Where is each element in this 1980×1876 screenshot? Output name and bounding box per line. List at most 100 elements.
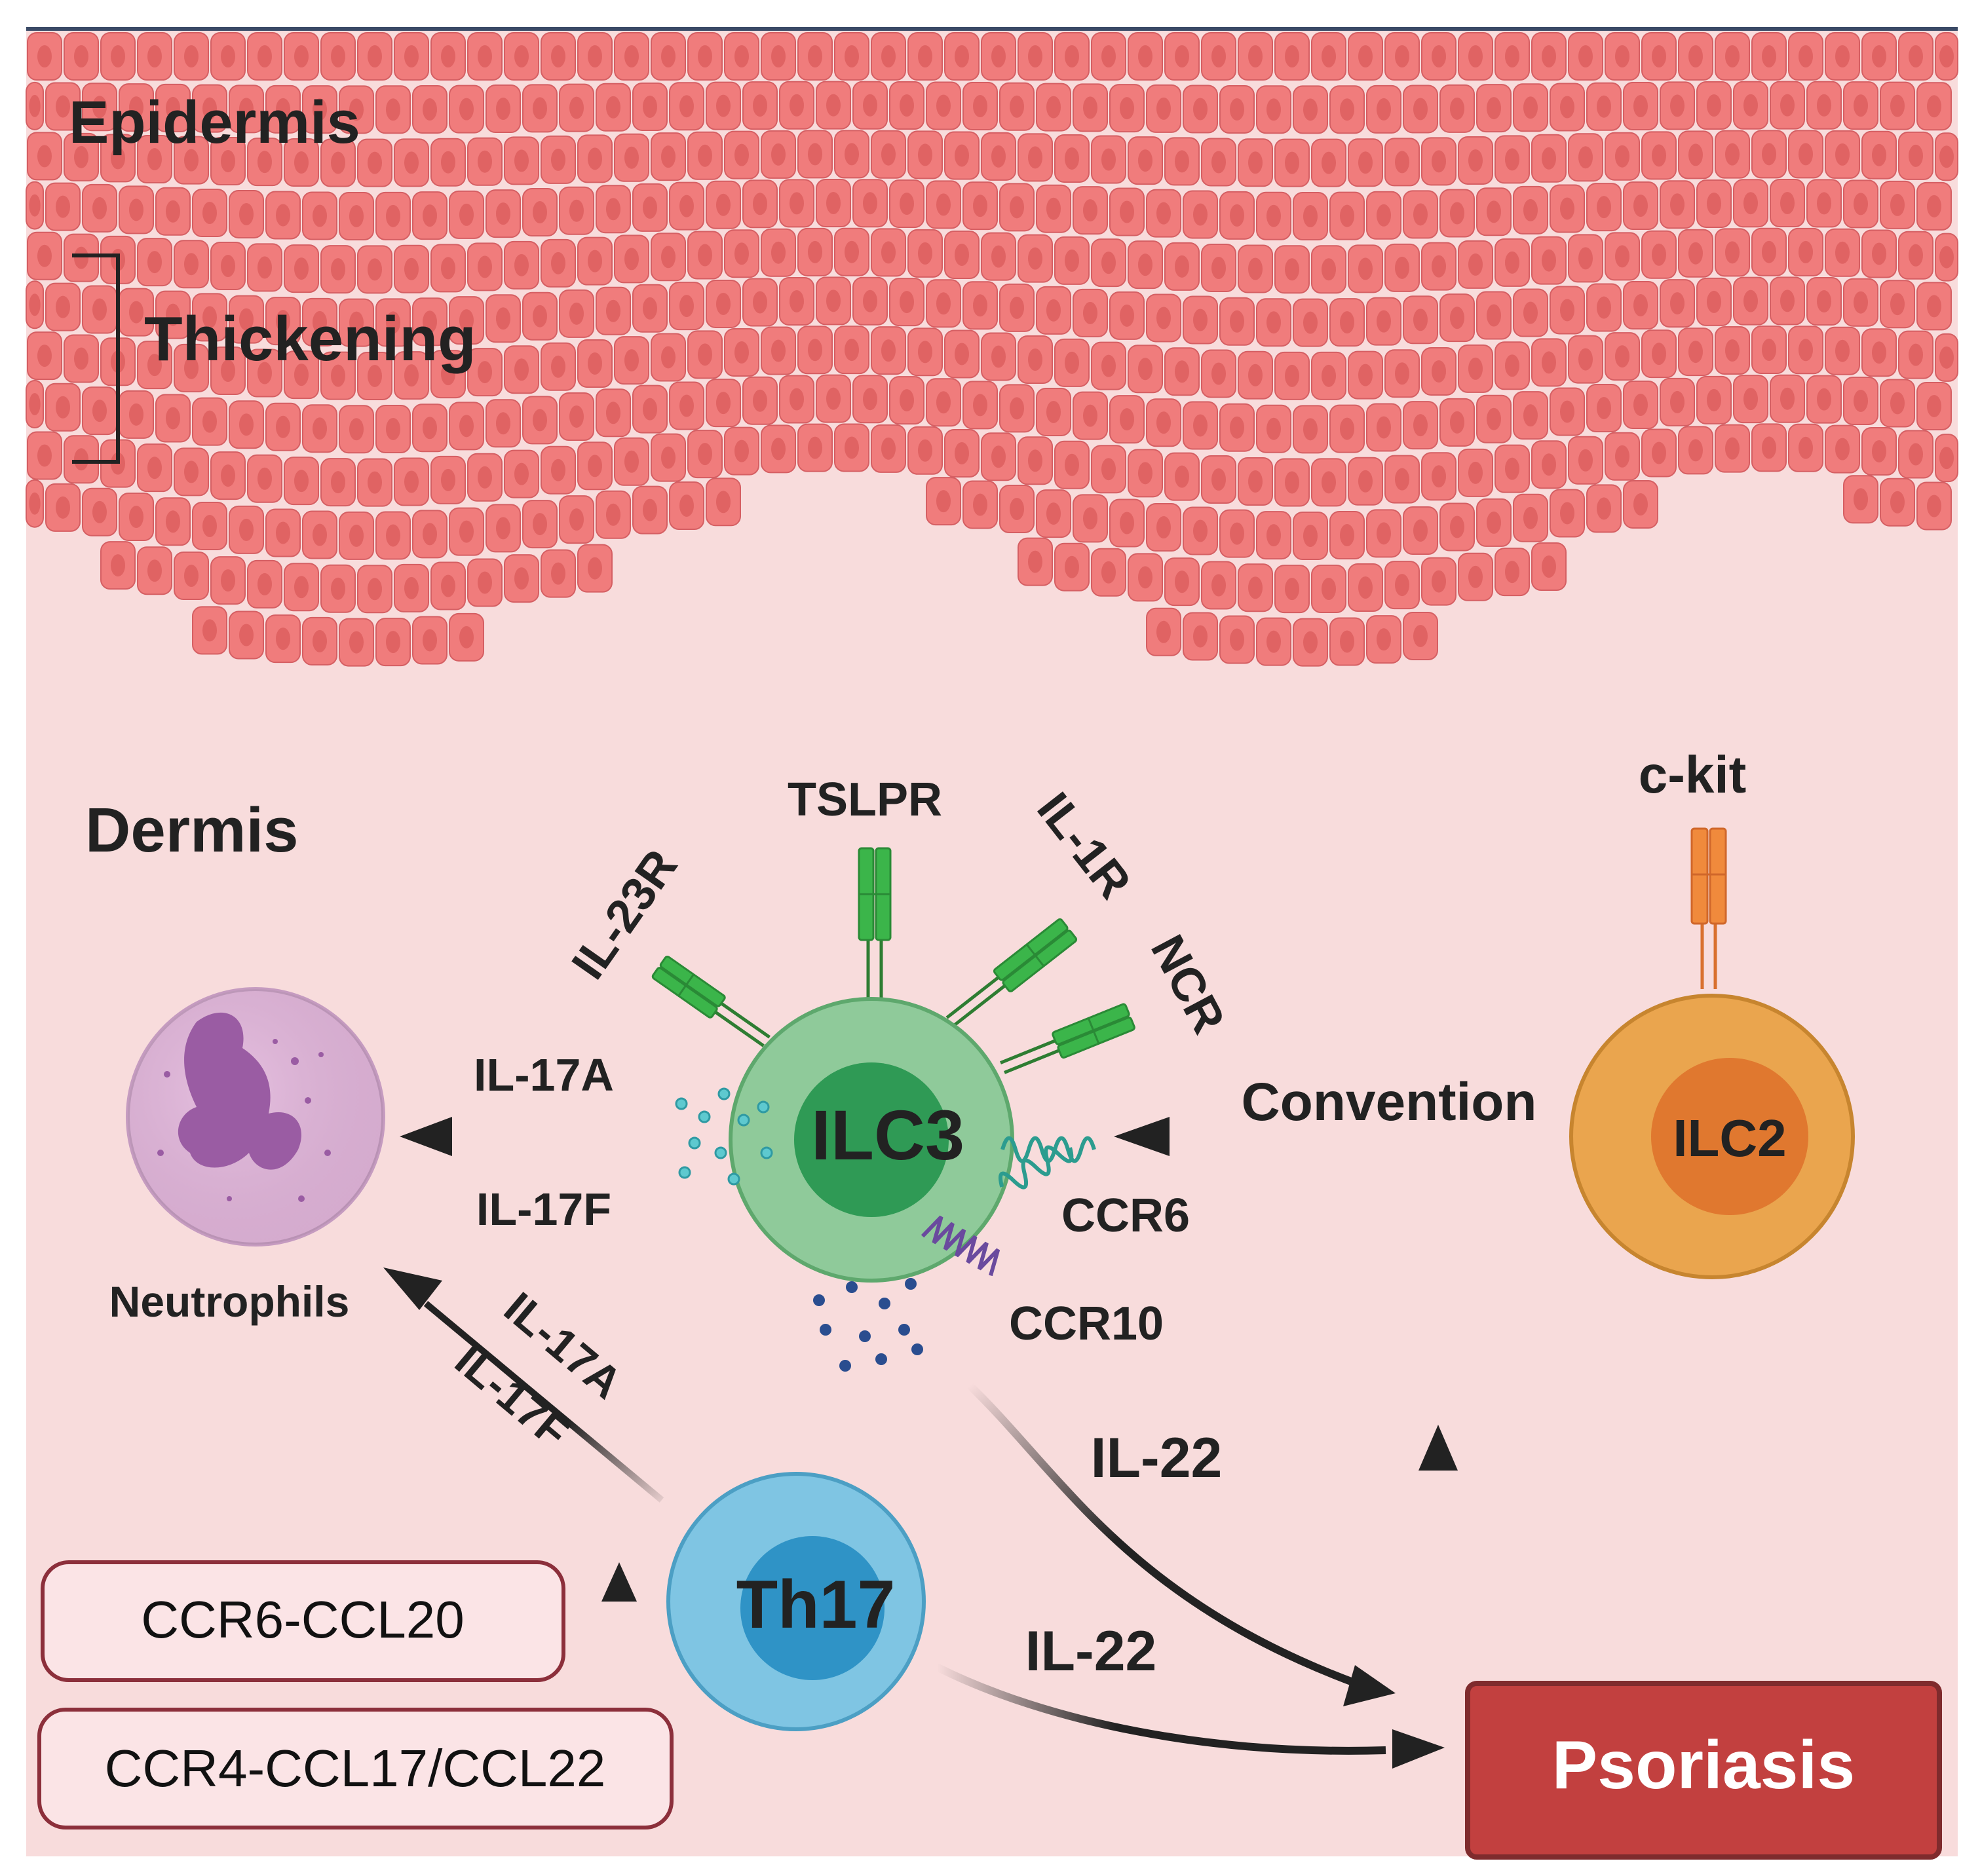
keratinocyte-nucleus <box>1285 471 1299 494</box>
keratinocyte-nucleus <box>1230 98 1244 121</box>
keratinocyte-nucleus <box>37 444 52 467</box>
epidermis-label: Epidermis <box>69 89 360 156</box>
keratinocyte-nucleus <box>1523 301 1538 324</box>
keratinocyte-nucleus <box>1835 339 1850 362</box>
keratinocyte-nucleus <box>478 150 492 173</box>
keratinocyte-nucleus <box>1707 388 1721 411</box>
keratinocyte-nucleus <box>1615 145 1629 168</box>
keratinocyte-nucleus <box>1487 407 1501 430</box>
keratinocyte-nucleus <box>1487 511 1501 534</box>
keratinocyte-nucleus <box>147 148 162 171</box>
keratinocyte-nucleus <box>294 151 309 174</box>
keratinocyte-nucleus <box>1156 620 1171 643</box>
keratinocyte-nucleus <box>1909 443 1923 466</box>
keratinocyte-nucleus <box>1688 45 1703 67</box>
keratinocyte-nucleus <box>423 523 437 546</box>
keratinocyte-nucleus <box>698 45 712 67</box>
keratinocyte-nucleus <box>661 45 676 67</box>
chemokine-label-1: CCR6-CCL20 <box>141 1590 464 1649</box>
keratinocyte-nucleus <box>37 45 52 67</box>
keratinocyte-nucleus <box>478 255 492 278</box>
ilc3-cell <box>729 997 1014 1283</box>
keratinocyte-nucleus <box>1670 292 1685 315</box>
keratinocyte-nucleus <box>900 193 914 216</box>
keratinocyte-nucleus <box>679 494 694 517</box>
keratinocyte-nucleus <box>1211 574 1226 597</box>
keratinocyte-nucleus <box>1175 45 1189 67</box>
keratinocyte-nucleus <box>1652 45 1666 67</box>
keratinocyte-nucleus <box>551 562 565 585</box>
keratinocyte-nucleus <box>129 403 143 426</box>
keratinocyte-nucleus <box>624 349 639 372</box>
keratinocyte-nucleus <box>1285 578 1299 601</box>
keratinocyte-nucleus <box>698 343 712 366</box>
keratinocyte-nucleus <box>1138 462 1152 485</box>
keratinocyte-nucleus <box>313 417 327 440</box>
keratinocyte-nucleus <box>991 245 1006 268</box>
keratinocyte-nucleus <box>1138 358 1152 381</box>
keratinocyte-nucleus <box>1120 304 1134 327</box>
keratinocyte-nucleus <box>257 45 272 67</box>
neutrophils-label: Neutrophils <box>109 1277 350 1326</box>
keratinocyte-nucleus <box>936 391 951 414</box>
arrowhead-chemokine-up <box>601 1562 637 1602</box>
keratinocyte-nucleus <box>1597 396 1611 419</box>
keratinocyte-nucleus <box>1468 149 1483 172</box>
keratinocyte-nucleus <box>1725 241 1740 264</box>
ccr6-receptor <box>998 1136 1096 1190</box>
keratinocyte-nucleus <box>478 361 492 384</box>
keratinocyte-nucleus <box>973 394 987 417</box>
keratinocyte-nucleus <box>166 303 180 326</box>
keratinocyte-nucleus <box>1927 495 1941 517</box>
keratinocyte-nucleus <box>1395 45 1409 67</box>
keratinocyte-nucleus <box>184 149 199 172</box>
keratinocyte-nucleus <box>1377 522 1391 545</box>
keratinocyte-nucleus <box>1652 243 1666 266</box>
keratinocyte-nucleus <box>1597 196 1611 219</box>
keratinocyte-nucleus <box>1597 95 1611 118</box>
arrow-il22-ilc3 <box>966 1382 1358 1687</box>
keratinocyte-nucleus <box>569 302 584 325</box>
keratinocyte-nucleus <box>734 341 749 364</box>
keratinocyte-nucleus <box>771 45 786 67</box>
keratinocyte-nucleus <box>1413 98 1428 121</box>
keratinocyte-nucleus <box>551 355 565 378</box>
thickening-label: Thickening <box>144 304 476 374</box>
keratinocyte-nucleus <box>1358 470 1373 493</box>
keratinocyte-nucleus <box>459 203 474 226</box>
keratinocyte-nucleus <box>881 241 896 264</box>
keratinocyte-nucleus <box>257 362 272 385</box>
keratinocyte-nucleus <box>1633 493 1648 516</box>
keratinocyte-nucleus <box>1358 45 1373 67</box>
keratinocyte-nucleus <box>459 98 474 121</box>
keratinocyte-nucleus <box>1377 204 1391 227</box>
keratinocyte-nucleus <box>1743 388 1758 411</box>
keratinocyte-nucleus <box>826 387 841 410</box>
keratinocyte-nucleus <box>955 343 969 366</box>
keratinocyte-nucleus <box>1046 96 1061 119</box>
keratinocyte-nucleus <box>1230 204 1244 227</box>
keratinocyte-nucleus <box>1266 630 1281 653</box>
keratinocyte-nucleus <box>202 202 217 225</box>
keratinocyte-nucleus <box>166 96 180 119</box>
keratinocyte-nucleus <box>1028 550 1042 573</box>
keratinocyte-nucleus <box>845 240 859 263</box>
keratinocyte-nucleus <box>386 631 400 654</box>
keratinocyte-nucleus <box>1175 571 1189 593</box>
keratinocyte-nucleus <box>973 95 987 118</box>
ckit-label: c-kit <box>1639 745 1747 804</box>
keratinocyte-nucleus <box>129 96 143 119</box>
keratinocyte-nucleus <box>698 443 712 466</box>
keratinocyte-nucleus <box>1266 311 1281 334</box>
keratinocyte-nucleus <box>1560 502 1574 525</box>
keratinocyte-nucleus <box>753 193 767 216</box>
keratinocyte-nucleus <box>624 146 639 169</box>
keratinocyte-nucleus <box>1799 339 1813 362</box>
keratinocyte-nucleus <box>29 194 41 217</box>
keratinocyte-nucleus <box>1542 351 1556 374</box>
keratinocyte-nucleus <box>496 98 510 121</box>
keratinocyte-nucleus <box>1505 251 1519 274</box>
keratinocyte-nucleus <box>1762 45 1776 67</box>
keratinocyte-nucleus <box>1670 94 1685 117</box>
keratinocyte-nucleus <box>1322 45 1336 67</box>
